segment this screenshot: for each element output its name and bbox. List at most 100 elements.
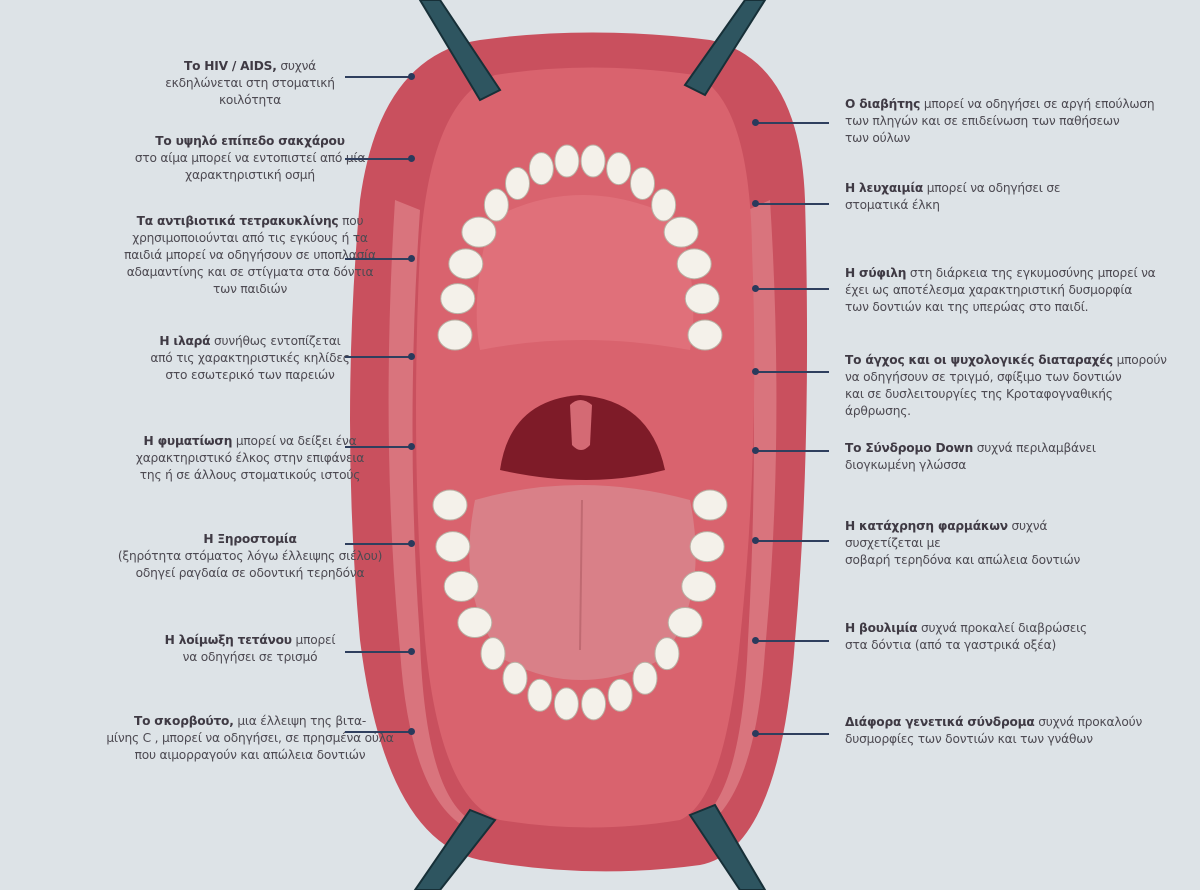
teeth: [432, 144, 728, 721]
tooth: [440, 283, 476, 315]
tooth: [461, 216, 497, 248]
tooth: [435, 531, 471, 563]
label-line: Διάφορα γενετικά σύνδρομα συχνά προκαλού…: [845, 715, 1143, 729]
tooth: [528, 152, 554, 186]
retractor-bottom-right: [688, 803, 767, 890]
leader-line: [345, 258, 410, 260]
leader-dot: [408, 155, 415, 162]
leader-line: [345, 446, 410, 448]
tooth: [527, 678, 553, 712]
label-line: έχει ως αποτέλεσμα χαρακτηριστική δυσμορ…: [845, 283, 1133, 297]
leader-dot: [752, 119, 759, 126]
leader-dot: [408, 73, 415, 80]
label-line: χρησιμοποιούνται από τις εγκύους ή τα: [132, 231, 368, 245]
right-label: Το Σύνδρομο Down συχνά περιλαμβάνει διογκ…: [845, 440, 1195, 474]
tooth: [443, 570, 479, 602]
retractor-bottom-left: [413, 808, 497, 890]
tooth: [448, 248, 484, 280]
label-line: χαρακτηριστικό έλκος στην επιφάνεια: [135, 451, 365, 465]
label-line: από τις χαρακτηριστικές κηλίδες: [150, 351, 350, 365]
retractors: [413, 0, 767, 890]
tooth: [692, 489, 728, 521]
left-label: Η Ξηροστομία (ξηρότητα στόματος λόγω έλλε…: [60, 531, 440, 582]
leader-line: [345, 731, 410, 733]
leader-line: [757, 288, 829, 290]
label-keyword: Τα αντιβιοτικά τετρακυκλίνης: [136, 214, 339, 228]
leader-dot: [408, 728, 415, 735]
label-line: παιδιά μπορεί να οδηγήσουν σε υποπλασία: [124, 248, 376, 262]
right-label: Η σύφιλη στη διάρκεια της εγκυμοσύνης μπ…: [845, 265, 1195, 316]
tooth: [432, 489, 468, 521]
tooth: [502, 661, 528, 695]
leader-line: [345, 158, 410, 160]
label-line: των πληγών και σε επιδείνωση των παθήσεω…: [845, 114, 1120, 128]
right-label: Η λευχαιμία μπορεί να οδηγήσει σε στοματι…: [845, 180, 1195, 214]
label-line: Η κατάχρηση φαρμάκων συχνά: [845, 519, 1048, 533]
label-line: κοιλότητα: [218, 93, 282, 107]
label-line: να οδηγήσει σε τρισμό: [182, 650, 318, 664]
label-line: Ο διαβήτης μπορεί να οδηγήσει σε αργή επ…: [845, 97, 1155, 111]
label-line: Η λευχαιμία μπορεί να οδηγήσει σε: [845, 181, 1061, 195]
tooth: [553, 687, 579, 721]
label-line: άρθρωσης.: [845, 404, 911, 418]
tooth: [687, 319, 723, 351]
label-line: Η φυματίωση μπορεί να δείξει ένα: [143, 434, 357, 448]
label-line: (ξηρότητα στόματος λόγω έλλειψης σιέλου): [117, 549, 383, 563]
lip-highlight: [700, 200, 777, 830]
label-line: Το άγχος και οι ψυχολογικές διαταραχές μ…: [845, 353, 1167, 367]
tooth: [437, 319, 473, 351]
label-line: μίνης C , μπορεί να οδηγήσει, σε πρησμέν…: [106, 731, 394, 745]
label-keyword: Η βουλιμία: [845, 621, 918, 635]
leader-line: [757, 122, 829, 124]
tooth: [607, 678, 633, 712]
label-keyword: Το σκορβούτο,: [133, 714, 234, 728]
tooth: [581, 687, 607, 721]
tooth: [689, 531, 725, 563]
leader-dot: [408, 540, 415, 547]
leader-line: [757, 450, 829, 452]
leader-dot: [752, 730, 759, 737]
label-line: αδαμαντίνης και σε στίγματα στα δόντια: [126, 265, 374, 279]
tooth: [480, 637, 506, 671]
right-label: Το άγχος και οι ψυχολογικές διαταραχές μ…: [845, 352, 1195, 420]
label-line: που αιμορραγούν και απώλεια δοντιών: [134, 748, 366, 762]
label-keyword: Η λοίμωξη τετάνου: [164, 633, 292, 647]
label-keyword: Διάφορα γενετικά σύνδρομα: [845, 715, 1035, 729]
leader-dot: [752, 637, 759, 644]
uvula: [570, 400, 592, 450]
tooth: [654, 637, 680, 671]
label-keyword: Το Σύνδρομο Down: [845, 441, 974, 455]
label-line: στο εσωτερικό των παρειών: [165, 368, 335, 382]
label-keyword: Η Ξηροστομία: [203, 532, 297, 546]
label-line: Το Σύνδρομο Down συχνά περιλαμβάνει: [845, 441, 1096, 455]
label-keyword: Η λευχαιμία: [845, 181, 924, 195]
label-line: σοβαρή τερηδόνα και απώλεια δοντιών: [845, 553, 1081, 567]
leader-line: [757, 203, 829, 205]
label-line: της ή σε άλλους στοματικούς ιστούς: [139, 468, 361, 482]
hard-palate: [476, 195, 694, 350]
label-keyword: Η ιλαρά: [159, 334, 211, 348]
leader-line: [757, 733, 829, 735]
label-line: συσχετίζεται με: [845, 536, 941, 550]
label-keyword: Το υψηλό επίπεδο σακχάρου: [155, 134, 345, 148]
label-line: εκδηλώνεται στη στοματική: [165, 76, 335, 90]
tooth: [606, 152, 632, 186]
leader-dot: [752, 537, 759, 544]
label-line: στο αίμα μπορεί να εντοπιστεί από μία: [134, 151, 366, 165]
label-line: οδηγεί ραγδαία σε οδοντική τερηδόνα: [135, 566, 365, 580]
label-line: Το σκορβούτο, μια έλλειψη της βιτα-: [133, 714, 367, 728]
label-line: στοματικά έλκη: [845, 198, 940, 212]
leader-dot: [752, 447, 759, 454]
label-line: Η βουλιμία συχνά προκαλεί διαβρώσεις: [845, 621, 1088, 635]
label-line: διογκωμένη γλώσσα: [845, 458, 967, 472]
label-line: των παιδιών: [212, 282, 288, 296]
tooth: [651, 188, 677, 222]
tooth: [554, 144, 580, 178]
tooth: [632, 661, 658, 695]
tooth: [580, 144, 606, 178]
tooth: [676, 248, 712, 280]
tongue: [469, 485, 696, 680]
